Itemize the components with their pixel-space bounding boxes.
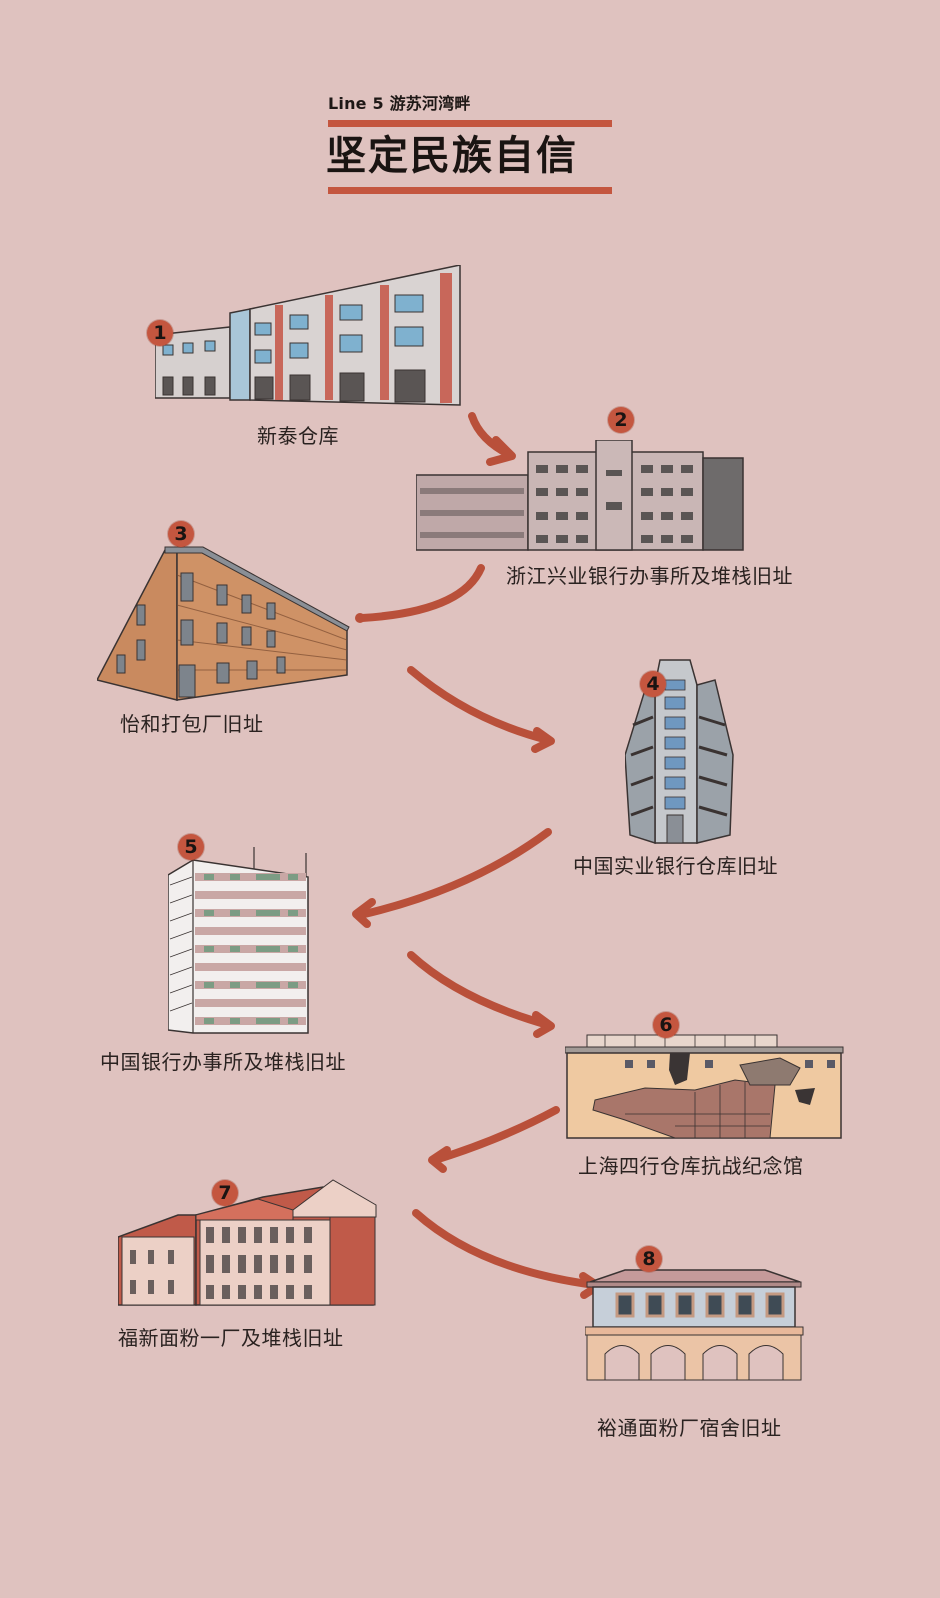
title-top-rule [328, 120, 612, 127]
building-1-illustration [155, 265, 461, 406]
stop-6-label[interactable]: 上海四行仓库抗战纪念馆 [578, 1154, 804, 1178]
stop-4-marker: 4 [640, 671, 666, 697]
arrow-2-to-3-icon [358, 564, 485, 622]
building-8-illustration [585, 1269, 804, 1381]
arrow-4-to-5-icon [356, 828, 552, 919]
building-6-illustration [565, 1034, 844, 1139]
stop-4-label[interactable]: 中国实业银行仓库旧址 [573, 854, 778, 878]
building-7-illustration [118, 1179, 377, 1306]
stop-7-label[interactable]: 福新面粉一厂及堆栈旧址 [118, 1326, 344, 1350]
building-4-illustration [625, 659, 734, 845]
stop-8-label[interactable]: 裕通面粉厂宿舍旧址 [597, 1416, 782, 1440]
stop-2-label[interactable]: 浙江兴业银行办事所及堆栈旧址 [506, 564, 793, 588]
arrow-3-to-4-icon [407, 666, 552, 744]
stop-5-label[interactable]: 中国银行办事所及堆栈旧址 [100, 1050, 346, 1074]
stop-5-marker: 5 [178, 834, 204, 860]
stop-6-marker: 6 [653, 1012, 679, 1038]
stop-3-marker: 3 [168, 521, 194, 547]
stop-7-marker: 7 [212, 1180, 238, 1206]
building-3-illustration [97, 546, 350, 701]
building-2-illustration [416, 440, 744, 551]
stop-3-label[interactable]: 怡和打包厂旧址 [120, 712, 264, 736]
page-title: 坚定民族自信 [326, 133, 578, 179]
title-bottom-rule [328, 187, 612, 194]
stop-1-label[interactable]: 新泰仓库 [257, 424, 339, 448]
arrow-6-to-7-icon [431, 1106, 560, 1164]
building-5-illustration [168, 847, 309, 1034]
route-subtitle: Line 5 游苏河湾畔 [328, 94, 471, 113]
arrow-7-to-8-icon [412, 1209, 599, 1289]
page-header: Line 5 游苏河湾畔 坚定民族自信 [326, 90, 612, 194]
arrow-5-to-6-icon [407, 951, 552, 1029]
stop-8-marker: 8 [636, 1246, 662, 1272]
stop-1-marker: 1 [147, 320, 173, 346]
stop-2-marker: 2 [608, 407, 634, 433]
